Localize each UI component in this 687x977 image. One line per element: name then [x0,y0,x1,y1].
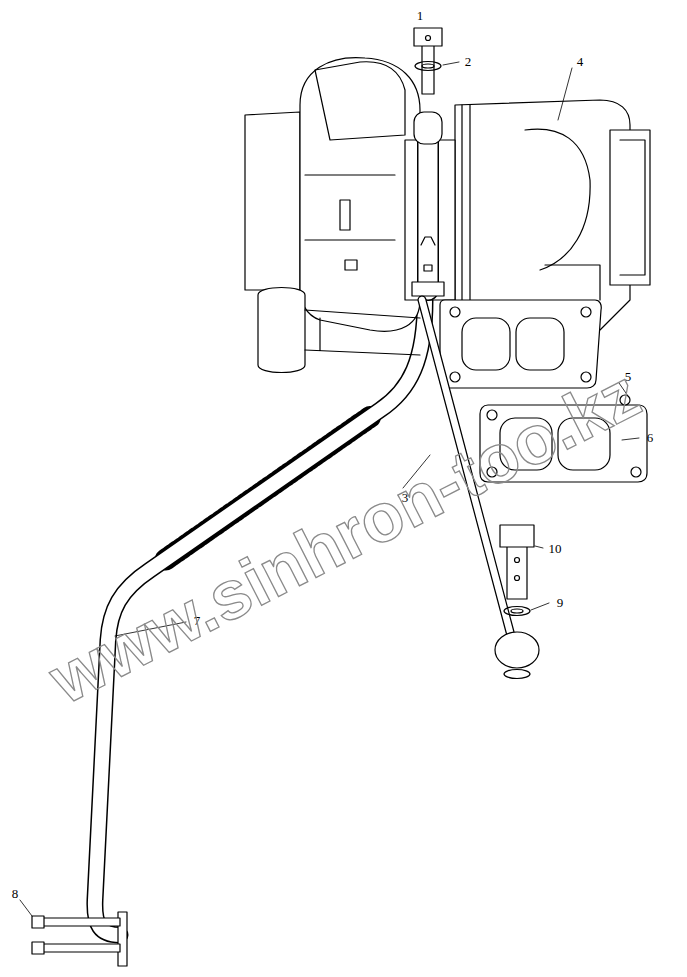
banjo-bolt-top [414,28,442,94]
callout-number: 8 [12,887,19,900]
center-housing [258,140,455,373]
feed-pipe [412,112,510,632]
watermark: www.sinhron-too.kz [40,359,650,715]
leader-lines [20,62,639,916]
callout-number: 6 [647,431,654,444]
callout-number: 1 [417,9,424,22]
inlet-flange [440,300,601,388]
callout-number: 9 [557,596,564,609]
callout-number: 2 [465,55,472,68]
banjo-bolt-bottom [495,525,539,679]
turbine-housing [455,100,650,330]
callout-number: 10 [549,542,562,555]
callout-number: 4 [577,55,584,68]
